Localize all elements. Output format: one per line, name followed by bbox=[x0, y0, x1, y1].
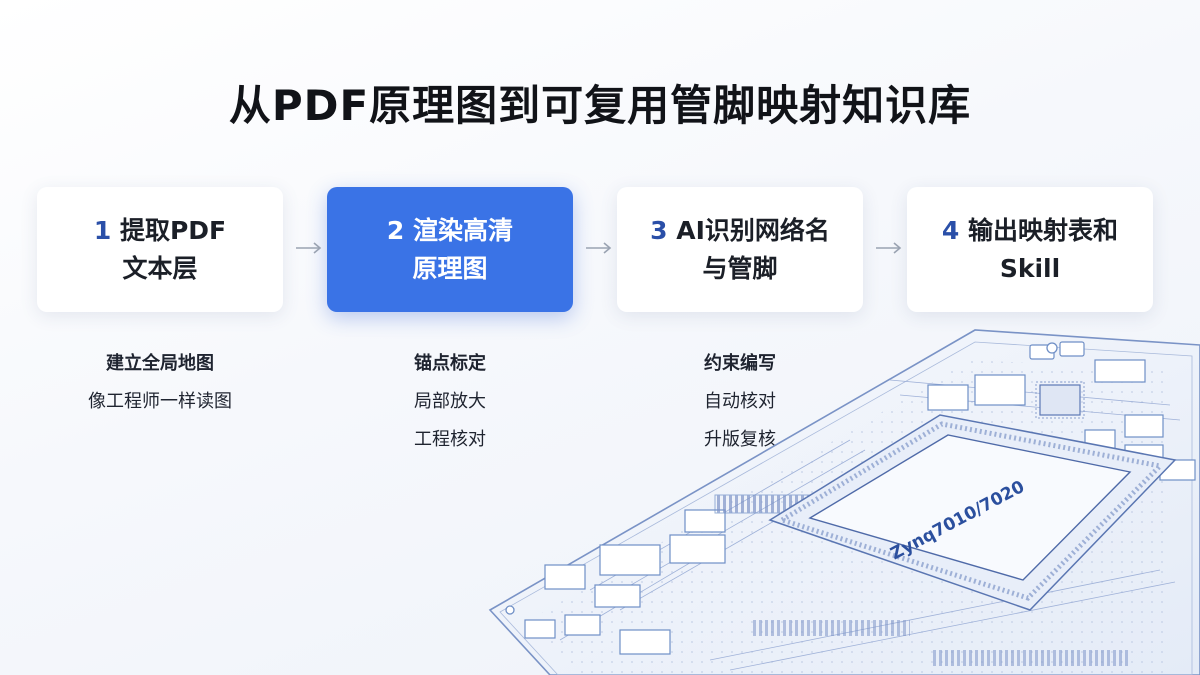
arrow-right-icon bbox=[873, 238, 905, 258]
step-label: 输出映射表和 Skill bbox=[968, 215, 1119, 283]
circuit-board-illustration: Zynq7010/7020 bbox=[488, 329, 1200, 675]
step-notes-3: 约束编写 自动核对 升版复核 bbox=[617, 345, 863, 459]
step-label: 提取PDF 文本层 bbox=[119, 215, 227, 283]
step-number: 2 bbox=[386, 215, 405, 245]
arrow-right-icon bbox=[293, 238, 325, 258]
step-label: 渲染高清 原理图 bbox=[412, 215, 514, 283]
notes-line: 升版复核 bbox=[704, 429, 776, 450]
notes-line: 工程核对 bbox=[414, 429, 486, 450]
step-card-1: 1 提取PDF 文本层 bbox=[37, 187, 283, 312]
step-card-4: 4 输出映射表和 Skill bbox=[907, 187, 1153, 312]
page-title: 从PDF原理图到可复用管脚映射知识库 bbox=[228, 81, 972, 130]
notes-line: 自动核对 bbox=[704, 391, 776, 412]
step-notes-2: 锚点标定 局部放大 工程核对 bbox=[327, 345, 573, 459]
step-label: AI识别网络名 与管脚 bbox=[676, 215, 830, 283]
step-card-3: 3 AI识别网络名 与管脚 bbox=[617, 187, 863, 312]
step-number: 3 bbox=[650, 215, 668, 245]
step-number: 4 bbox=[941, 215, 960, 245]
step-card-2: 2 渲染高清 原理图 bbox=[327, 187, 573, 312]
step-number: 1 bbox=[93, 215, 112, 245]
arrow-right-icon bbox=[583, 238, 615, 258]
notes-heading: 锚点标定 bbox=[414, 353, 486, 374]
notes-heading: 建立全局地图 bbox=[106, 353, 214, 374]
notes-line: 像工程师一样读图 bbox=[88, 391, 232, 412]
notes-heading: 约束编写 bbox=[704, 353, 776, 374]
step-notes-1: 建立全局地图 像工程师一样读图 bbox=[37, 345, 283, 421]
notes-line: 局部放大 bbox=[414, 391, 486, 412]
